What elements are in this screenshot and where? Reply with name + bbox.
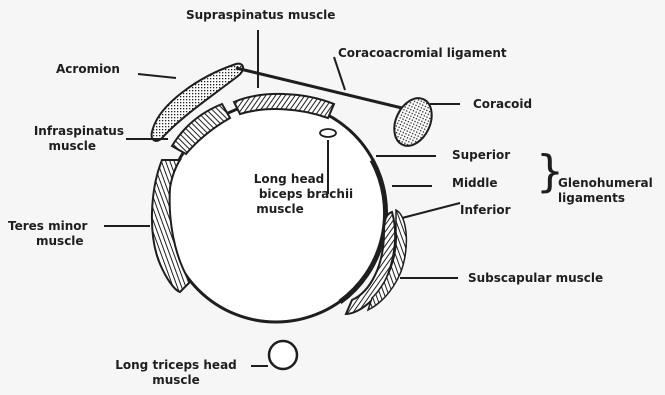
label-acromion: Acromion (56, 62, 120, 77)
label-inferior: Inferior (460, 203, 511, 218)
label-teres-line2: muscle (8, 234, 87, 249)
label-teres-line1: Teres minor (8, 219, 87, 234)
label-biceps-line3: muscle (241, 202, 371, 217)
acromion-leader (138, 74, 176, 78)
label-supraspinatus: Supraspinatus muscle (186, 8, 335, 23)
label-infraspinatus-line1: Infraspinatus (16, 124, 124, 139)
label-coracoacromial: Coracoacromial ligament (338, 46, 507, 61)
label-glenohumeral-line1: Glenohumeral (558, 176, 653, 191)
label-biceps: Long head biceps brachii muscle (241, 172, 371, 217)
label-infraspinatus: Infraspinatus muscle (16, 124, 124, 154)
label-biceps-line2: biceps brachii (241, 187, 371, 202)
label-teres-minor: Teres minor muscle (8, 219, 87, 249)
label-middle: Middle (452, 176, 498, 191)
label-coracoid: Coracoid (473, 97, 532, 112)
label-biceps-line1: Long head (241, 172, 371, 187)
coracoid-shape (387, 92, 439, 152)
label-triceps-line2: muscle (106, 373, 246, 388)
label-superior: Superior (452, 148, 510, 163)
triceps-head-circle (269, 341, 297, 369)
inferior-leader (402, 203, 460, 218)
label-triceps-line1: Long triceps head (106, 358, 246, 373)
label-glenohumeral-line2: ligaments (558, 191, 653, 206)
label-infraspinatus-line2: muscle (16, 139, 124, 154)
label-subscapular: Subscapular muscle (468, 271, 603, 286)
label-glenohumeral: Glenohumeral ligaments (558, 176, 653, 206)
biceps-tendon-section (320, 129, 336, 137)
label-triceps: Long triceps head muscle (106, 358, 246, 388)
coracoacromial-leader (334, 57, 345, 90)
